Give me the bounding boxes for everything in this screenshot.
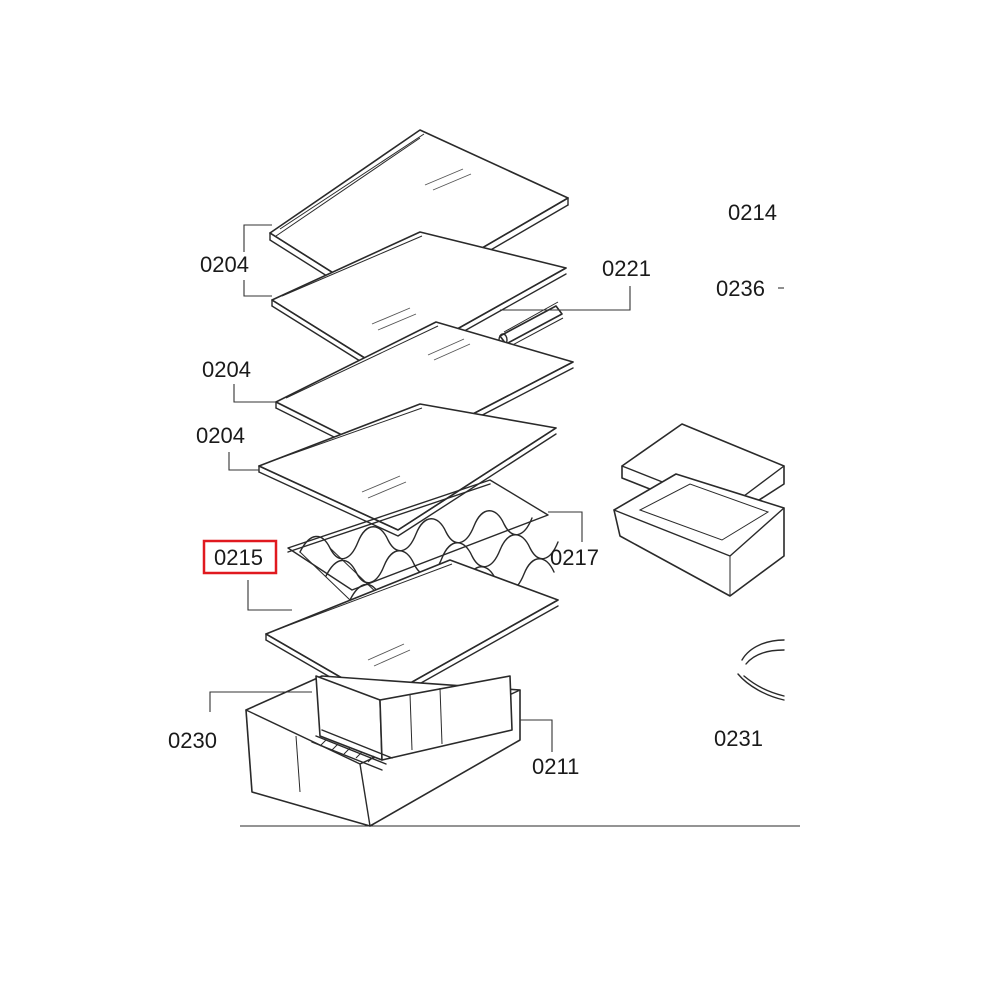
label-right-second: 0236	[716, 276, 765, 301]
label-right-bottom: 0231	[714, 726, 763, 751]
label-shelf-highlight: 0215	[214, 545, 263, 570]
label-crisper-box: 0211	[532, 754, 579, 779]
glass-shelf-4	[258, 403, 557, 537]
side-drawer	[613, 423, 785, 597]
label-shelf-top: 0204	[200, 252, 249, 277]
label-right-top: 0214	[728, 200, 777, 225]
leader-lines	[209, 224, 784, 752]
label-shelf-low: 0204	[196, 423, 245, 448]
side-tray	[737, 639, 785, 701]
label-bottle-rack: 0217	[550, 545, 599, 570]
highlight-box	[202, 539, 278, 575]
label-strip: 0221	[602, 256, 651, 281]
label-crisper-cover: 0230	[168, 728, 217, 753]
trim-strip	[498, 301, 564, 349]
label-shelf-mid: 0204	[202, 357, 251, 382]
crisper-drawer	[240, 675, 800, 827]
